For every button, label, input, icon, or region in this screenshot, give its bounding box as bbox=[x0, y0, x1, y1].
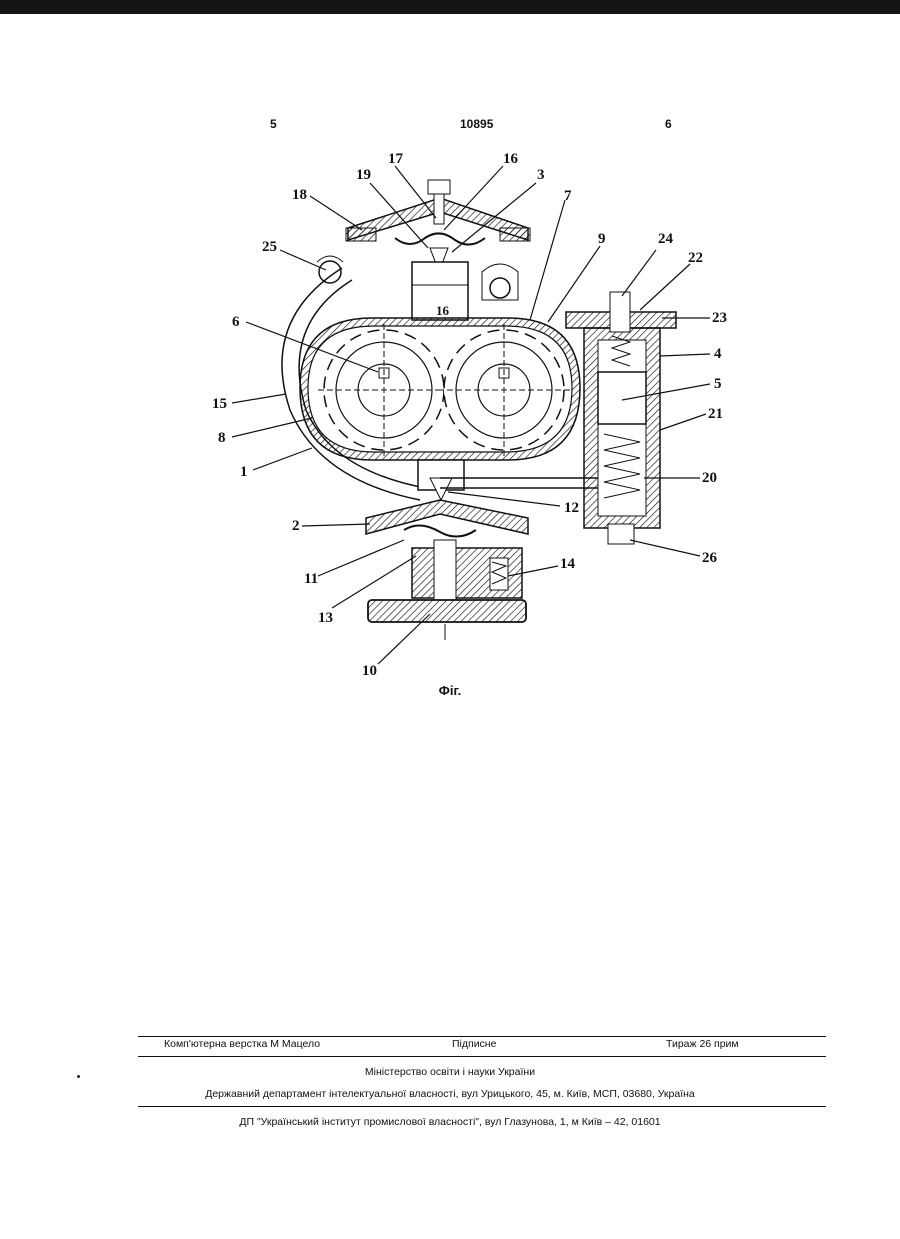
part-label-20: 20 bbox=[702, 470, 717, 486]
upper-channel bbox=[317, 256, 518, 320]
part-label-21: 21 bbox=[708, 406, 723, 422]
bottom-valve bbox=[366, 460, 528, 640]
part-label-26: 26 bbox=[702, 550, 718, 566]
part-label-5: 5 bbox=[714, 376, 722, 392]
circulation-note: Тираж 26 прим bbox=[666, 1038, 739, 1050]
footer-rule-top bbox=[138, 1036, 826, 1037]
part-label-2: 2 bbox=[292, 518, 300, 534]
part-label-13: 13 bbox=[318, 610, 333, 626]
part-label-15: 15 bbox=[212, 396, 227, 412]
part-label-6: 6 bbox=[232, 314, 240, 330]
ministry-line: Міністерство освіти і науки України bbox=[0, 1066, 900, 1078]
part-label-14: 14 bbox=[560, 556, 576, 572]
part-label-16-inner: 16 bbox=[436, 303, 450, 318]
part-label-23: 23 bbox=[712, 310, 727, 326]
part-label-4: 4 bbox=[714, 346, 722, 362]
part-label-22: 22 bbox=[688, 250, 703, 266]
part-label-17: 17 bbox=[388, 151, 404, 167]
footer-rule-middle bbox=[138, 1056, 826, 1057]
institute-line: ДП "Український інститут промислової вла… bbox=[0, 1116, 900, 1128]
part-label-8: 8 bbox=[218, 430, 226, 446]
figure-caption: Фіг. bbox=[420, 683, 480, 698]
part-label-18: 18 bbox=[292, 187, 307, 203]
part-label-11: 11 bbox=[304, 571, 318, 587]
scan-speck bbox=[77, 1075, 80, 1078]
typesetting-credit: Комп'ютерна верстка М Мацело bbox=[164, 1038, 320, 1050]
pump-drawing: 17 16 19 3 18 7 9 24 25 22 23 6 4 5 15 2… bbox=[0, 0, 900, 720]
signed-note: Підписне bbox=[452, 1038, 496, 1050]
part-label-9: 9 bbox=[598, 231, 606, 247]
part-label-7: 7 bbox=[564, 188, 572, 204]
department-line: Державний департамент інтелектуальної вл… bbox=[0, 1088, 900, 1100]
part-label-24: 24 bbox=[658, 231, 674, 247]
part-label-19: 19 bbox=[356, 167, 371, 183]
part-label-10: 10 bbox=[362, 663, 377, 679]
part-label-16: 16 bbox=[503, 151, 519, 167]
part-label-1: 1 bbox=[240, 464, 248, 480]
part-label-3: 3 bbox=[537, 167, 545, 183]
part-label-25: 25 bbox=[262, 239, 277, 255]
footer-rule-bottom bbox=[138, 1106, 826, 1107]
part-label-12: 12 bbox=[564, 500, 579, 516]
top-valve-cover bbox=[346, 180, 530, 272]
